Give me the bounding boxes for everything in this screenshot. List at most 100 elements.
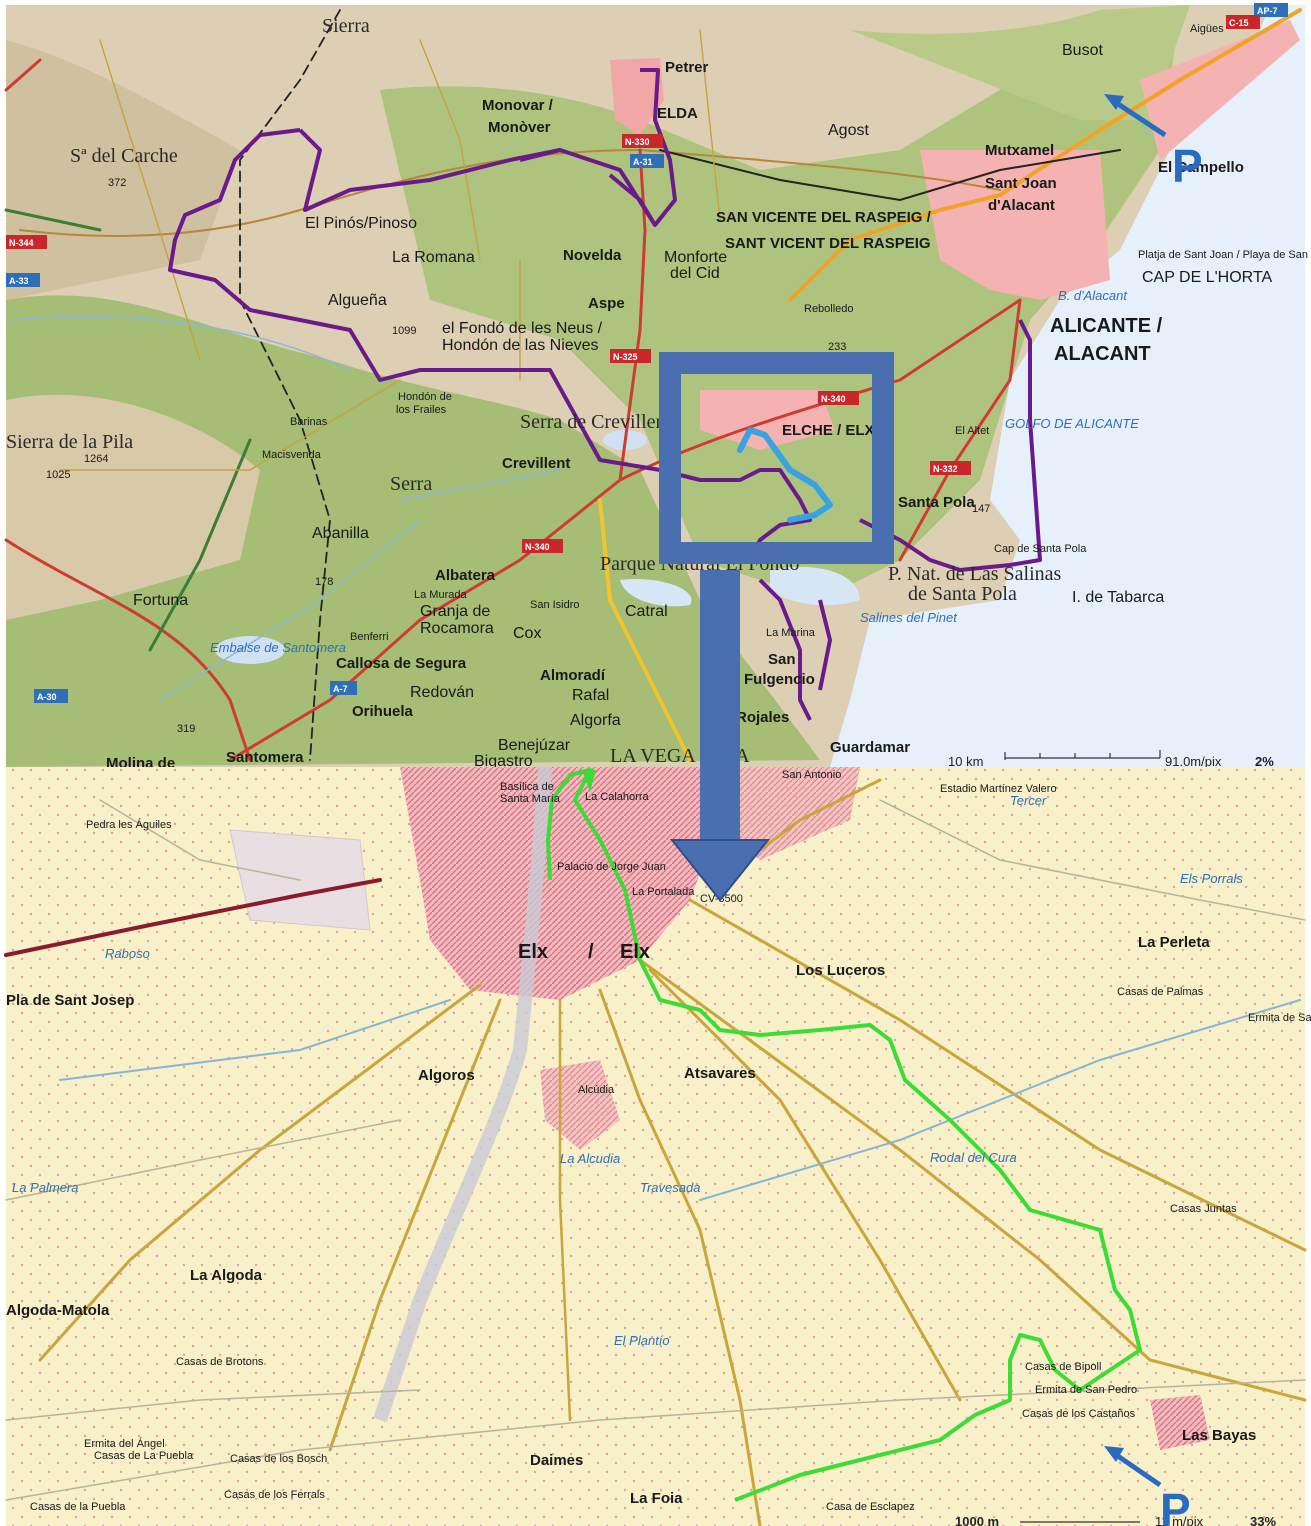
place-label: 147 — [972, 503, 990, 515]
place-label: El Plantío — [614, 1333, 670, 1348]
place-label: Las Bayas — [1182, 1427, 1256, 1444]
place-label: Palacio de Jorge Juan — [557, 861, 666, 873]
place-label: Busot — [1062, 42, 1103, 59]
place-label: / — [588, 941, 594, 963]
place-label: Abanilla — [312, 525, 369, 542]
place-label: Petrer — [665, 59, 709, 76]
place-label: Casa de Esclapez — [826, 1501, 915, 1513]
place-label: Crevillent — [502, 455, 570, 472]
place-label: El Altet — [955, 425, 989, 437]
road-number: N-344 — [9, 238, 34, 248]
parking-icon: P — [1172, 140, 1203, 192]
place-label: Casas Juntas — [1170, 1203, 1237, 1215]
place-label: San — [768, 651, 796, 668]
road-tag-box — [930, 461, 971, 475]
parking-marker-top[interactable]: P — [1104, 94, 1203, 192]
place-label: Algorfa — [570, 712, 621, 729]
place-label: el Fondó de les Neus / — [442, 320, 603, 337]
scale-resolution: 91.0m/pix — [1165, 754, 1222, 769]
road-tag-box — [818, 391, 859, 405]
road-tag-box — [622, 134, 663, 148]
place-label: Serra de Crevillent — [520, 411, 671, 433]
place-label: La Foia — [630, 1490, 683, 1507]
place-label: Atsavares — [684, 1065, 756, 1082]
place-label: Cap de Santa Pola — [994, 543, 1087, 555]
road-tag-box — [34, 689, 68, 703]
place-label: Alcúdia — [578, 1084, 615, 1096]
place-label: Aigües — [1190, 23, 1224, 35]
place-label: San Antonio — [782, 769, 841, 781]
road-tag-box — [630, 154, 664, 168]
zoom-level-bottom: 33% — [1250, 1514, 1276, 1526]
place-label: Aspe — [588, 295, 625, 312]
place-label: Elx — [620, 941, 650, 963]
place-label: B. d'Alacant — [1058, 288, 1128, 303]
place-label: 372 — [108, 177, 126, 189]
place-label: Rojales — [736, 709, 789, 726]
place-label: Algueña — [328, 292, 387, 309]
road-tag-box — [330, 681, 357, 695]
place-label: Sant Joan — [985, 175, 1057, 192]
place-label: Embalse de Santomera — [210, 640, 346, 655]
place-label: Hondón de las Nieves — [442, 337, 599, 354]
road-number-tags: N-344A-33N-330A-31N-325N-340N-332N-340A-… — [6, 3, 1288, 703]
place-label: Fortuna — [133, 592, 188, 609]
place-label: SAN VICENTE DEL RASPEIG / — [716, 209, 932, 226]
place-label: La Palmera — [12, 1180, 78, 1195]
place-label: Pedra les Águiles — [86, 818, 172, 831]
regional-map[interactable]: N-344A-33N-330A-31N-325N-340N-332N-340A-… — [4, 3, 1311, 772]
place-label: ALICANTE / — [1050, 315, 1163, 337]
place-label: ALACANT — [1054, 343, 1151, 365]
place-label: Monforte — [664, 249, 727, 266]
road-tag-box — [6, 273, 40, 287]
place-label: Estadio Martínez Valero — [940, 783, 1057, 795]
place-label: 1099 — [392, 325, 416, 337]
place-label: 1264 — [84, 453, 108, 465]
place-label: Ermita de San Pedro — [1035, 1384, 1137, 1396]
place-label: I. de Tabarca — [1072, 589, 1164, 606]
place-label: Els Porrals — [1180, 871, 1243, 886]
place-label: Rafal — [572, 687, 609, 704]
place-label: La Portalada — [632, 886, 695, 898]
place-label: Barinas — [290, 416, 328, 428]
place-label: Benejúzar — [498, 737, 571, 754]
scale-distance-bottom: 1000 m — [955, 1514, 999, 1526]
place-label: Macisvenda — [262, 449, 322, 461]
place-label: Novelda — [563, 247, 622, 264]
parking-marker-bottom[interactable]: P — [1104, 1446, 1191, 1526]
place-label: 233 — [828, 341, 846, 353]
place-label: Salines del Pinet — [860, 610, 958, 625]
parking-icon: P — [1160, 1484, 1191, 1526]
place-label: SANT VICENT DEL RASPEIG — [725, 235, 931, 252]
road-number: A-30 — [37, 692, 57, 702]
zoom-selection-box — [659, 352, 894, 564]
place-label: Callosa de Segura — [336, 655, 467, 672]
road-tag-box — [522, 539, 563, 553]
road-number: A-31 — [633, 157, 653, 167]
road-number: N-330 — [625, 137, 650, 147]
place-label: Algoda-Matola — [6, 1302, 110, 1319]
place-label: Casas de Bipoll — [1025, 1361, 1101, 1373]
place-label: Serra — [390, 473, 432, 495]
place-label: GOLFO DE ALICANTE — [1005, 416, 1139, 431]
place-label: Hondón de — [398, 391, 452, 403]
road-number: N-340 — [821, 394, 846, 404]
place-label: La Calahorra — [585, 791, 649, 803]
road-number: AP-7 — [1257, 6, 1278, 16]
place-label: de Santa Pola — [908, 583, 1017, 605]
place-label: Raboso — [105, 946, 150, 961]
place-label: Casas de la Puebla — [30, 1501, 126, 1513]
place-label: Casas de los Bosch — [230, 1453, 327, 1465]
road-number: A-33 — [9, 276, 29, 286]
place-label: Monovar / — [482, 97, 554, 114]
place-label: La Marina — [766, 627, 816, 639]
place-label: Albatera — [435, 567, 496, 584]
place-label: Rocamora — [420, 620, 494, 637]
place-label: La Murada — [414, 589, 467, 601]
scale-distance: 10 km — [948, 754, 983, 769]
place-label: El Pinós/Pinoso — [305, 215, 417, 232]
